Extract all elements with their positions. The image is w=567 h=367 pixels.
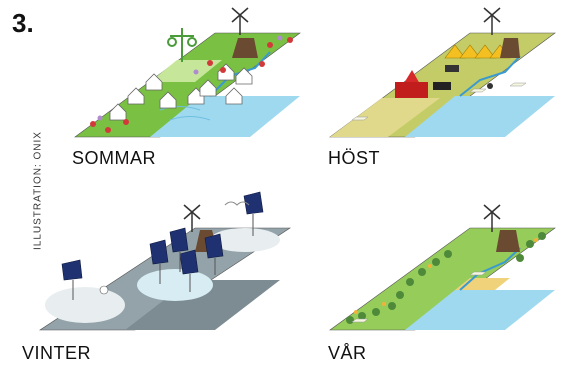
summer-scene [74, 7, 301, 138]
label-vinter: VINTER [22, 343, 92, 363]
autumn-scene [329, 7, 556, 138]
winter-scene [38, 191, 292, 331]
label-sommar: SOMMAR [72, 148, 156, 168]
label-var: VÅR [328, 343, 367, 363]
spring-scene [329, 204, 556, 331]
figure-number: 3. [12, 8, 34, 38]
label-host: HÖST [328, 148, 381, 168]
